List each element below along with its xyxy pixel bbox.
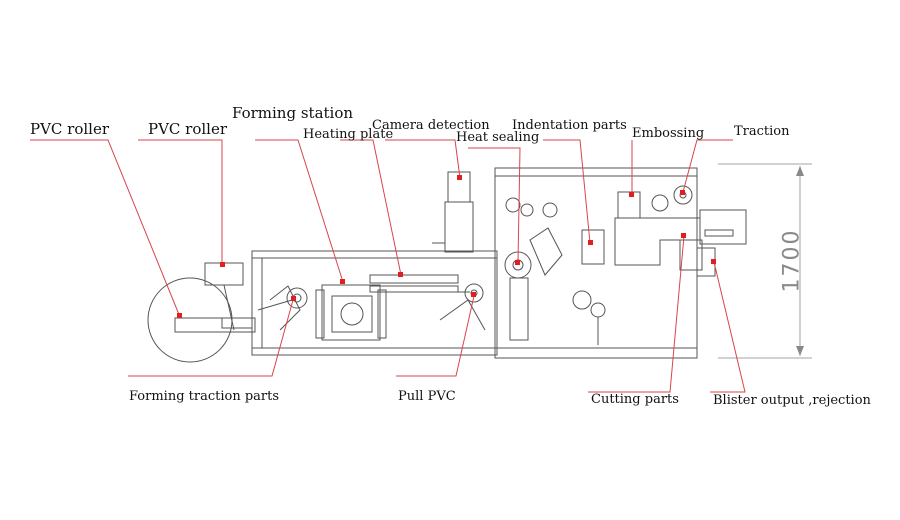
label-traction: Traction	[734, 124, 790, 139]
output-chute	[699, 209, 747, 245]
pull-pvc-arm	[439, 299, 486, 331]
cutting-blade	[679, 239, 703, 271]
heat-seal-roller-2	[520, 203, 534, 217]
traction-wheel	[286, 287, 308, 309]
dim-arrow-top	[796, 166, 804, 176]
label-blister-output-rejection: Blister output ,rejection	[713, 393, 871, 408]
indentation-gear-2	[590, 302, 606, 318]
dimension-height: 1700	[779, 228, 805, 293]
heating-plate	[369, 274, 459, 284]
forming-mold-center	[340, 302, 364, 326]
pvc-arm-joint	[221, 317, 253, 329]
label-forming-traction-parts: Forming traction parts	[129, 389, 280, 404]
embossing-roller	[651, 194, 669, 212]
frame-left-endplate	[251, 257, 263, 349]
camera-tower	[444, 201, 474, 253]
indentation-block	[581, 229, 605, 265]
pull-pvc-wheel	[464, 283, 484, 303]
bracket-strut	[223, 284, 235, 331]
pvc-arm	[174, 317, 256, 333]
label-embossing: Embossing	[632, 126, 705, 141]
label-heating-plate: Heating plate	[303, 127, 394, 142]
heat-seal-column	[509, 277, 529, 341]
label-camera-detection: Camera detection	[372, 118, 490, 133]
cutting-unit	[614, 217, 701, 266]
forming-station-block	[321, 284, 381, 341]
heat-seal-roller-1	[505, 197, 521, 213]
label-forming-station: Forming station	[232, 104, 354, 122]
forming-guide-right	[377, 289, 387, 339]
dim-arrow-bottom	[796, 346, 804, 356]
forming-guide-left	[315, 289, 325, 339]
traction-roller	[673, 185, 693, 205]
heat-seal-idler	[542, 202, 558, 218]
heat-seal-arm	[529, 227, 563, 276]
leader-lines	[30, 139, 746, 393]
forming-mold	[331, 295, 373, 333]
pvc-roll	[147, 277, 233, 363]
red-markers	[177, 175, 716, 318]
heating-plate-lower	[369, 285, 459, 293]
label-cutting-parts: Cutting parts	[591, 392, 679, 407]
output-tray	[704, 229, 734, 237]
label-pvc-roller-1: PVC roller	[30, 120, 110, 138]
label-heat-sealing: Heat sealing	[456, 130, 540, 145]
traction-feed-line	[257, 299, 293, 311]
label-pvc-roller-2: PVC roller	[148, 120, 228, 138]
indentation-gear	[572, 290, 592, 310]
frame-right	[494, 167, 698, 359]
label-indentation-parts: Indentation parts	[512, 118, 627, 133]
label-pull-pvc: Pull PVC	[398, 389, 456, 404]
